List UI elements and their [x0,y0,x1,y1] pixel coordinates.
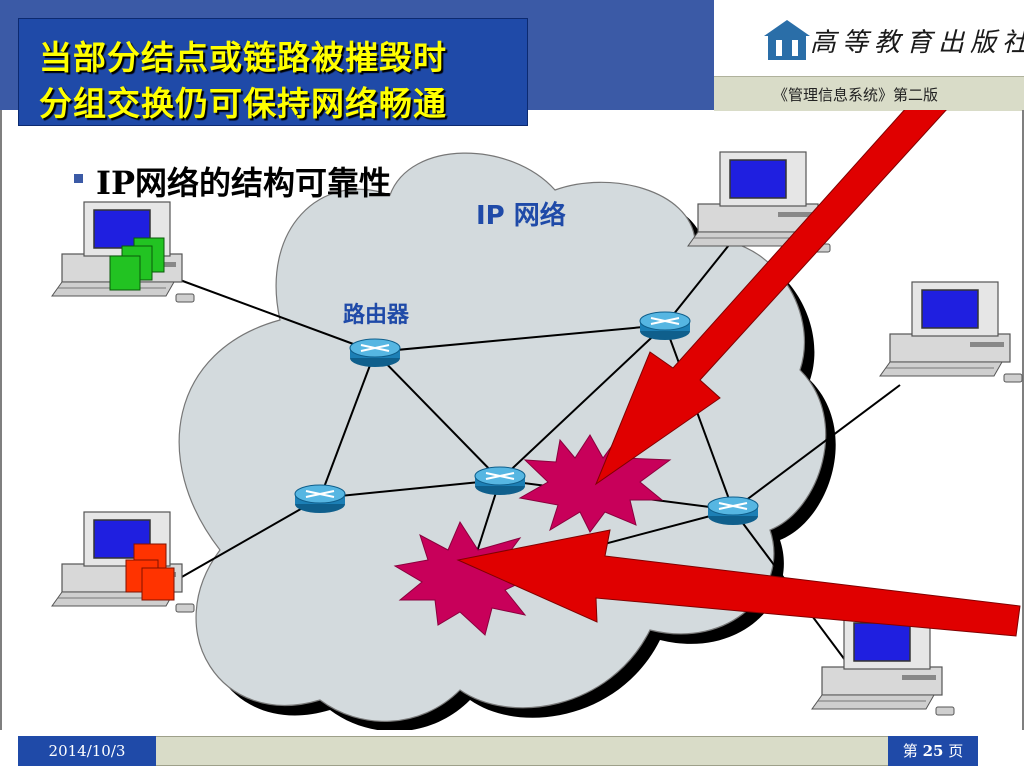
book-strip [714,76,1024,111]
footer-page: 第 25 页 [888,736,978,766]
attack-arrow-upper [594,110,947,486]
footer-date: 2014/10/3 [18,736,156,766]
green-packets [109,237,165,291]
router-right [707,496,759,526]
page-number: 25 [922,742,944,760]
publisher-logo [764,20,810,60]
title-line-1: 当部分结点或链路被摧毁时 [39,38,447,77]
frame-left [0,110,2,730]
frame-right [1022,110,1024,730]
publisher-name: 高等教育出版社 [810,28,1024,58]
bullet-icon [74,174,83,183]
router-center [474,466,526,496]
book-label: 《管理信息系统》第二版 [773,86,939,104]
computer-bottom-right [811,614,955,716]
router-label: 路由器 [343,302,410,328]
network-diagram: IP 网络 路由器 [51,110,1023,730]
footer-bar [18,736,978,766]
router-left [294,484,346,514]
title-box: 当部分结点或链路被摧毁时 分组交换仍可保持网络畅通 [18,18,528,126]
router-top-right [639,311,691,341]
publisher-area [714,0,1024,76]
computer-right [879,281,1023,383]
page-prefix: 第 [902,742,923,760]
failure-burst-upper [518,426,672,533]
red-packets [125,543,175,601]
network-label: IP 网络 [476,200,566,231]
page-suffix: 页 [943,742,964,760]
attack-arrow-lower [456,529,1021,637]
slide-heading: IP网络的结构可靠性 [96,164,392,202]
title-line-2: 分组交换仍可保持网络畅通 [39,84,447,123]
router-top-left [349,338,401,368]
